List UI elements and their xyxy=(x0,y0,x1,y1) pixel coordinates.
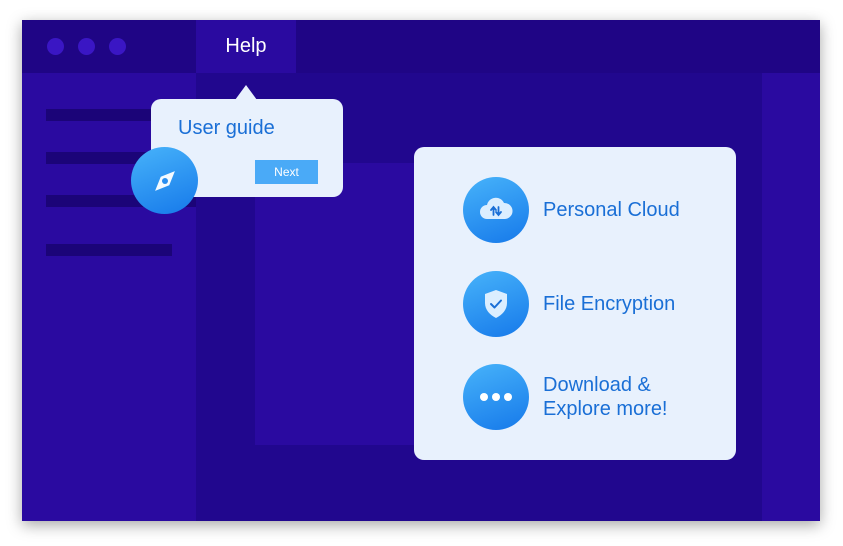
sidebar-item[interactable] xyxy=(46,244,172,256)
features-card: Personal Cloud File Encryption Download … xyxy=(414,147,736,460)
more-dots-icon xyxy=(463,364,529,430)
feature-label: File Encryption xyxy=(543,293,676,315)
compass-icon[interactable] xyxy=(131,147,198,214)
title-bar: Help xyxy=(22,20,820,73)
next-button[interactable]: Next xyxy=(255,160,318,184)
window-maximize-dot[interactable] xyxy=(109,38,126,55)
window-close-dot[interactable] xyxy=(47,38,64,55)
cloud-transfer-icon xyxy=(463,177,529,243)
feature-file-encryption[interactable]: File Encryption xyxy=(463,271,675,337)
shield-check-icon xyxy=(463,271,529,337)
tab-help[interactable]: Help xyxy=(196,20,296,73)
feature-label-line: Explore more! xyxy=(543,398,668,420)
feature-label: Download & Explore more! xyxy=(543,373,668,421)
tooltip-title: User guide xyxy=(178,117,275,139)
compass-glyph xyxy=(154,170,175,191)
feature-download-explore[interactable]: Download & Explore more! xyxy=(463,364,668,430)
user-guide-tooltip: User guide Next xyxy=(151,99,343,197)
tooltip-arrow xyxy=(235,85,257,100)
feature-personal-cloud[interactable]: Personal Cloud xyxy=(463,177,680,243)
window-minimize-dot[interactable] xyxy=(78,38,95,55)
feature-label-line: Download & xyxy=(543,374,651,396)
feature-label: Personal Cloud xyxy=(543,199,680,221)
right-column xyxy=(762,73,820,521)
